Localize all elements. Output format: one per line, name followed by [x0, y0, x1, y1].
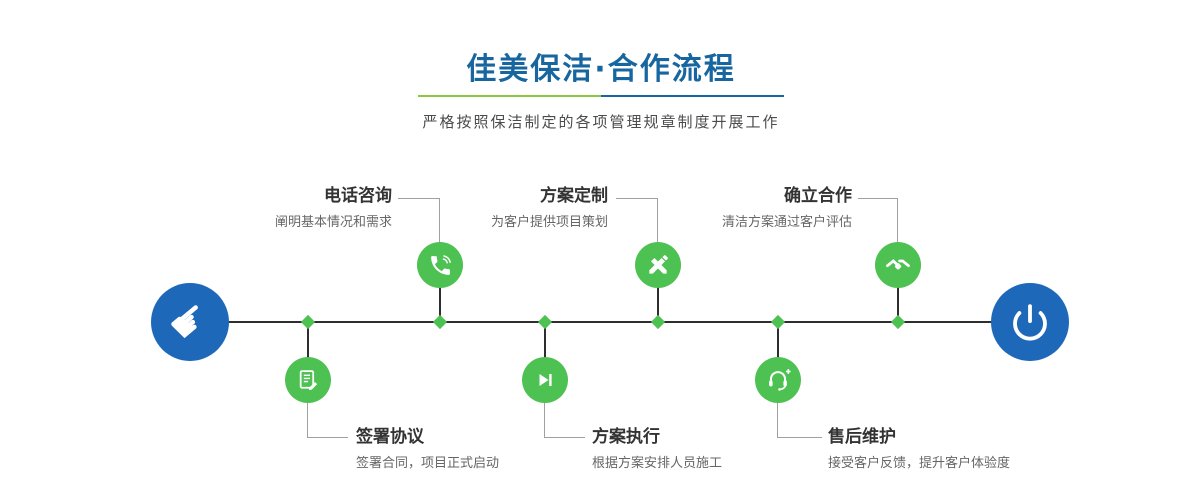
step-label-execute: 方案执行 根据方案安排人员施工: [592, 427, 723, 472]
step-desc: 为客户提供项目策划: [490, 215, 608, 230]
connector-stub: [544, 322, 546, 358]
label-connector: [307, 437, 348, 438]
label-connector: [544, 437, 585, 438]
step-circle-execute: [522, 357, 568, 403]
step-label-design: 方案定制 为客户提供项目策划: [490, 186, 608, 231]
step-circle-contract: [285, 357, 331, 403]
step-title: 电话咨询: [324, 186, 392, 206]
connector-stub: [657, 287, 659, 322]
connector-stub: [777, 322, 779, 358]
timeline-node-diamond: [770, 314, 786, 330]
connector-stub: [439, 287, 441, 322]
connector-stub: [307, 322, 309, 358]
play-icon: [539, 374, 552, 386]
step-circle-design: [635, 242, 681, 288]
step-label-cooperation: 确立合作 清洁方案通过客户评估: [721, 186, 852, 231]
underline-blue-segment: [601, 95, 784, 97]
underline-green-segment: [418, 95, 601, 97]
timeline: [227, 321, 993, 323]
pencil-icon: [649, 255, 668, 274]
timeline-node-diamond: [300, 314, 316, 330]
title-underline: [418, 95, 784, 97]
phone-icon: [430, 254, 451, 275]
timeline-node-diamond: [537, 314, 553, 330]
power-icon: [1013, 304, 1047, 341]
label-connector: [398, 198, 440, 199]
page-subtitle: 严格按照保洁制定的各项管理规章制度开展工作: [422, 113, 780, 131]
step-circle-aftersales: [755, 357, 801, 403]
contract-icon: [299, 369, 317, 390]
step-desc: 阐明基本情况和需求: [274, 215, 392, 230]
step-label-contract: 签署协议 签署合同，项目正式启动: [356, 427, 500, 472]
step-title: 确立合作: [784, 186, 852, 206]
step-circle-cooperation: [875, 242, 921, 288]
label-connector: [777, 437, 822, 438]
label-connector: [307, 403, 308, 438]
pointing-hand-icon: ☛: [158, 289, 222, 354]
step-title: 售后维护: [828, 427, 896, 447]
step-title: 方案定制: [540, 186, 608, 206]
label-connector: [897, 198, 898, 243]
page-title: 佳美保洁·合作流程: [466, 52, 736, 87]
headset-icon: [769, 369, 791, 391]
connector-stub: [897, 287, 899, 322]
step-desc: 接受客户反馈，提升客户体验度: [828, 456, 1011, 471]
step-desc: 清洁方案通过客户评估: [721, 215, 852, 230]
label-connector: [858, 198, 898, 199]
label-connector: [777, 403, 778, 438]
handshake-icon: [886, 259, 910, 270]
label-connector: [544, 403, 545, 438]
start-node: ☛: [151, 283, 229, 361]
label-connector: [439, 198, 440, 243]
step-label-aftersales: 售后维护 接受客户反馈，提升客户体验度: [828, 427, 1011, 472]
step-title: 方案执行: [592, 427, 660, 447]
label-connector: [657, 198, 658, 243]
label-connector: [616, 198, 658, 199]
step-circle-phone: [417, 242, 463, 288]
timeline-node-diamond: [650, 314, 666, 330]
step-label-phone: 电话咨询 阐明基本情况和需求: [274, 186, 392, 231]
step-desc: 根据方案安排人员施工: [592, 456, 723, 471]
timeline-node-diamond: [890, 314, 906, 330]
timeline-node-diamond: [432, 314, 448, 330]
end-node: [991, 283, 1069, 361]
step-desc: 签署合同，项目正式启动: [356, 456, 500, 471]
step-title: 签署协议: [356, 427, 424, 447]
